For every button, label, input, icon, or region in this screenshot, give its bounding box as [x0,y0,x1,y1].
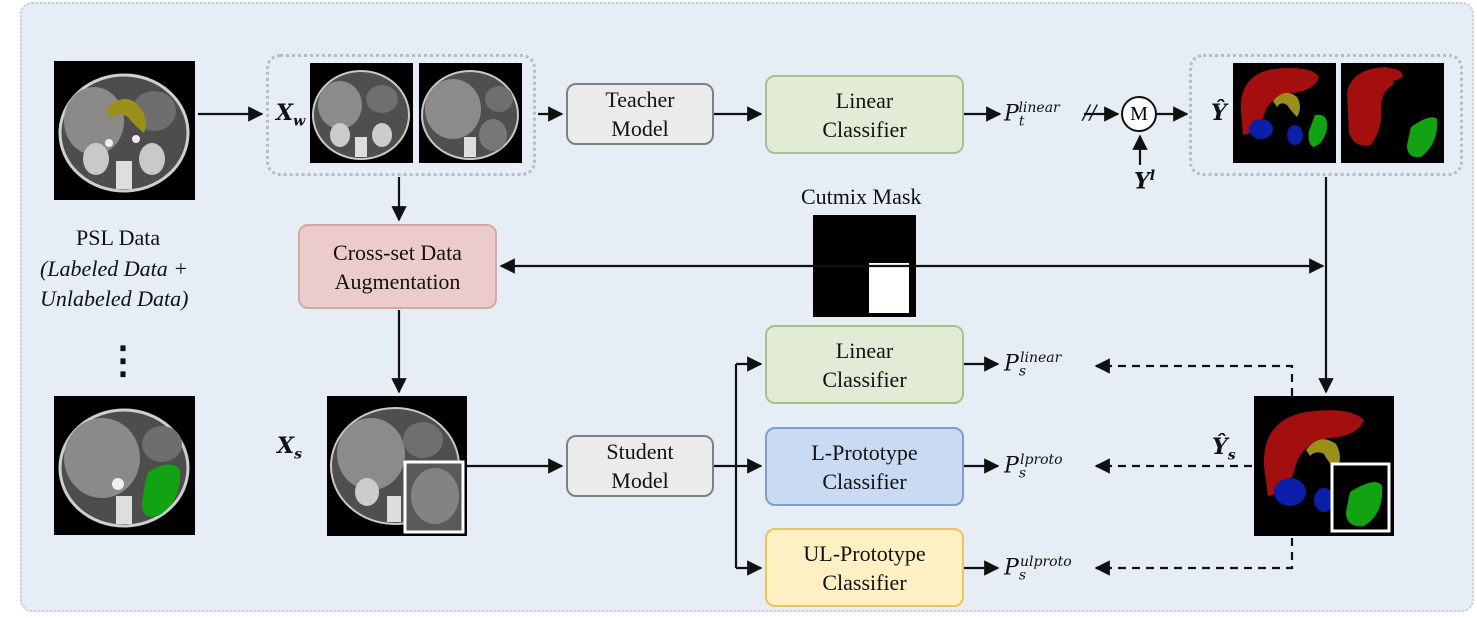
label-x-w: Xw [276,100,305,129]
linear-classifier-bottom-label-line1: Linear [835,337,894,363]
pred-student-linear-base: P [1004,351,1019,377]
ct-scan-image-unlabeled [54,396,195,535]
label-x-w-sub: w [293,113,306,130]
linear-classifier-bottom-label-line2: Classifier [822,366,907,392]
weak-augmented-image-1 [310,63,413,163]
pred-student-lproto: Pslproto [1004,452,1069,482]
cutmix-mask-label: Cutmix Mask [801,184,922,209]
weak-augmented-image-2 [419,63,522,163]
linear-classifier-top-label-line2: Classifier [822,116,907,142]
pred-student-ulproto-sub: s [1018,567,1026,584]
linear-classifier-bottom-box: Linear Classifier [765,325,964,404]
pred-student-lproto-sup: lproto [1020,452,1063,468]
pred-student-ulproto: Psulproto [1004,554,1078,584]
l-prototype-label-line1: L-Prototype [811,439,918,465]
pred-teacher-linear-base: P [1004,101,1019,127]
label-y-hat: Ŷ [1211,100,1227,126]
label-x-s: Xs [277,433,302,462]
l-prototype-label-line2: Classifier [822,468,907,494]
pseudo-label-image-2 [1341,63,1444,163]
pseudo-label-images-group [1189,54,1463,176]
teacher-model-label-line1: Teacher [605,87,675,112]
label-y-l-base: Y [1134,168,1150,195]
background-panel [20,2,1474,612]
pred-student-lproto-sub: s [1018,465,1026,482]
cutmix-mixed-image [327,396,467,536]
psl-data-line2: (Labeled Data + [40,256,189,281]
linear-classifier-top-box: Linear Classifier [765,75,964,154]
psl-data-title: PSL Data [76,225,161,250]
pred-student-ulproto-sup: ulproto [1020,554,1072,570]
ct-scan-image-labeled [54,61,195,200]
augmentation-label-line2: Augmentation [334,268,461,294]
pred-student-lproto-base: P [1004,453,1019,479]
pred-teacher-linear: Ptlinear [1004,100,1066,130]
pred-teacher-linear-sup: linear [1018,100,1060,116]
l-prototype-classifier-box: L-Prototype Classifier [765,427,964,506]
label-y-hat-s: Ŷs [1212,434,1236,463]
label-y-l: Yl [1134,168,1155,194]
ul-prototype-label-line2: Classifier [822,569,907,595]
teacher-model-box: Teacher Model [566,83,714,145]
pred-student-linear-sub: s [1018,363,1026,380]
ul-prototype-classifier-box: UL-Prototype Classifier [765,528,964,607]
teacher-model-label-line2: Model [611,116,669,141]
pred-student-ulproto-base: P [1004,555,1019,581]
label-y-l-sup: l [1149,168,1156,184]
ellipsis-dots: ⋮ [104,340,142,382]
psl-data-line3: Unlabeled Data) [40,286,189,311]
label-y-hat-s-sub: s [1227,447,1236,464]
student-model-label-line2: Model [611,468,669,493]
dashed-supervision-ulproto [1094,538,1294,576]
student-model-box: Student Model [566,435,714,497]
pred-teacher-linear-sub: t [1018,113,1025,130]
pred-student-linear-sup: linear [1020,350,1062,366]
pred-student-linear: Pslinear [1004,350,1067,380]
pseudo-label-image-1 [1233,63,1336,163]
augmentation-label-line1: Cross-set Data [333,239,462,265]
label-x-w-base: X [276,100,294,126]
label-x-s-base: X [277,433,295,459]
stop-gradient-mark: // [1083,100,1097,124]
label-y-hat-s-base: Ŷ [1212,434,1228,460]
linear-classifier-top-label-line1: Linear [835,87,894,113]
student-model-label-line1: Student [606,439,674,464]
merge-operator-label: M [1130,102,1148,125]
mixed-pseudo-label-image [1254,396,1394,536]
label-x-s-sub: s [294,446,302,463]
dashed-supervision-linear [1094,358,1294,396]
cross-set-augmentation-box: Cross-set Data Augmentation [298,224,497,309]
weak-augmented-images-group [266,54,536,176]
merge-operator-circle: M [1121,96,1157,132]
ul-prototype-label-line1: UL-Prototype [803,540,926,566]
